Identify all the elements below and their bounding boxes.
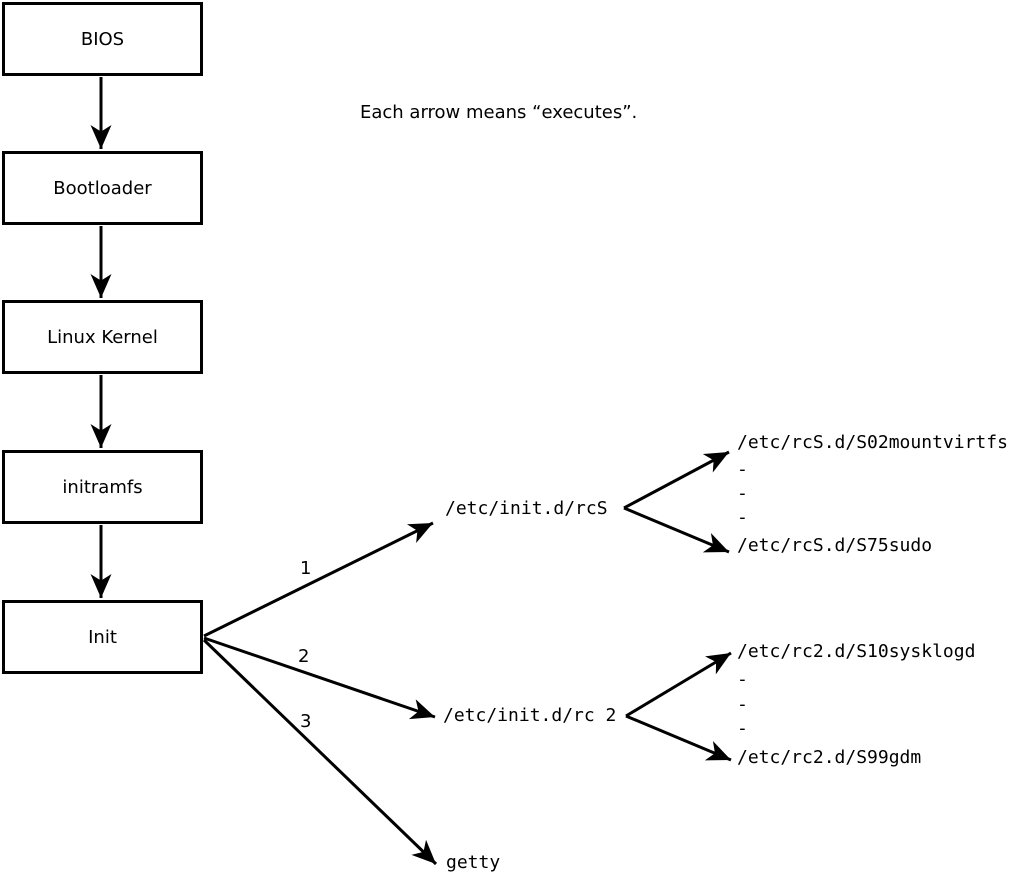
target-rcs-path: /etc/init.d/rcS [445, 498, 608, 519]
arrow-order-label-2: 2 [298, 646, 310, 667]
arrow-init-to-rc2 [203, 636, 436, 720]
target-rc2-path: /etc/init.d/rc 2 [443, 705, 617, 726]
node-bootloader-label: Bootloader [53, 177, 152, 199]
node-bootloader: Bootloader [2, 151, 203, 225]
node-linux-kernel: Linux Kernel [2, 300, 203, 374]
rcs-script-last: /etc/rcS.d/S75sudo [737, 535, 933, 556]
arrow-rcs-to-s02mountvirtfs [623, 450, 730, 510]
rcs-ellipsis-dash-2: - [737, 483, 748, 504]
rcs-script-first: /etc/rcS.d/S02mountvirtfs [737, 432, 1008, 453]
node-init: Init [2, 600, 203, 674]
node-linux-kernel-label: Linux Kernel [47, 326, 158, 348]
arrow-init-to-getty [202, 638, 438, 866]
target-getty: getty [446, 852, 501, 873]
rc2-script-first: /etc/rc2.d/S10sysklogd [737, 641, 976, 662]
rc2-ellipsis-dash-3: - [737, 718, 748, 739]
rc2-script-last: /etc/rc2.d/S99gdm [737, 747, 922, 768]
rc2-ellipsis-dash-2: - [737, 694, 748, 715]
node-bios-label: BIOS [80, 28, 125, 50]
rc2-ellipsis-dash-1: - [737, 669, 748, 690]
arrow-order-label-3: 3 [300, 711, 312, 732]
rcs-ellipsis-dash-3: - [737, 507, 748, 528]
node-initramfs: initramfs [2, 450, 203, 524]
node-init-label: Init [88, 626, 117, 648]
rcs-ellipsis-dash-1: - [737, 459, 748, 480]
arrow-rc2-to-s10sysklogd [625, 651, 732, 718]
legend-note: Each arrow means “executes”. [360, 102, 638, 123]
arrow-rcs-to-s75sudo [623, 506, 730, 554]
node-initramfs-label: initramfs [62, 476, 143, 498]
arrow-rc2-to-s99gdm [625, 714, 732, 762]
node-bios: BIOS [2, 2, 203, 76]
arrow-init-to-rcs [203, 521, 434, 638]
arrow-order-label-1: 1 [300, 558, 312, 579]
